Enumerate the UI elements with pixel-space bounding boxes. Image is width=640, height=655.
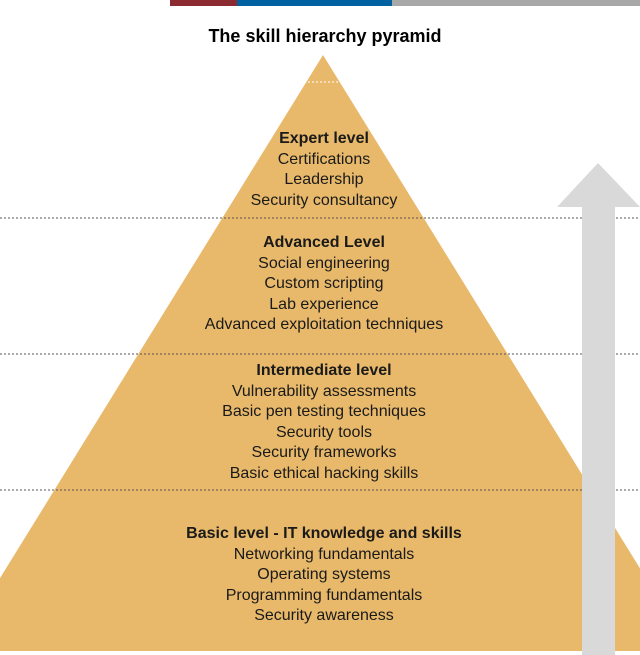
level-heading: Intermediate level: [256, 362, 392, 379]
level-item: Security frameworks: [251, 444, 397, 461]
header-bar-gray: [392, 0, 640, 6]
level-item: Social engineering: [258, 254, 390, 272]
level-item: Certifications: [277, 150, 371, 168]
level-item: Operating systems: [257, 566, 391, 583]
pyramid-shape: [0, 55, 640, 651]
level-heading: Basic level - IT knowledge and skills: [186, 525, 462, 542]
level-item: Basic ethical hacking skills: [229, 464, 419, 482]
level-heading: Advanced Level: [263, 234, 385, 251]
level-expert: Expert level Certifications Leadership S…: [0, 129, 640, 211]
level-item: Custom scripting: [264, 275, 384, 292]
level-item: Basic pen testing techniques: [222, 403, 426, 420]
header-bar-blue: [237, 0, 392, 6]
up-arrow-icon: [557, 163, 640, 655]
level-item: Lab experience: [269, 295, 379, 313]
level-intermediate: Intermediate level Vulnerability assessm…: [0, 361, 640, 484]
header-bar-red: [170, 0, 237, 6]
level-item: Programming fundamentals: [225, 586, 423, 604]
level-heading: Expert level: [279, 130, 369, 147]
level-item: Networking fundamentals: [233, 545, 415, 563]
diagram-title: The skill hierarchy pyramid: [208, 26, 442, 46]
level-item: Advanced exploitation techniques: [204, 316, 444, 333]
level-basic: Basic level - IT knowledge and skills Ne…: [0, 524, 640, 627]
level-item: Vulnerability assessments: [231, 382, 417, 400]
level-item: Security tools: [275, 423, 373, 441]
level-item: Leadership: [284, 171, 364, 188]
level-item: Security awareness: [254, 607, 394, 624]
level-advanced: Advanced Level Social engineering Custom…: [0, 233, 640, 336]
level-item: Security consultancy: [250, 191, 398, 209]
